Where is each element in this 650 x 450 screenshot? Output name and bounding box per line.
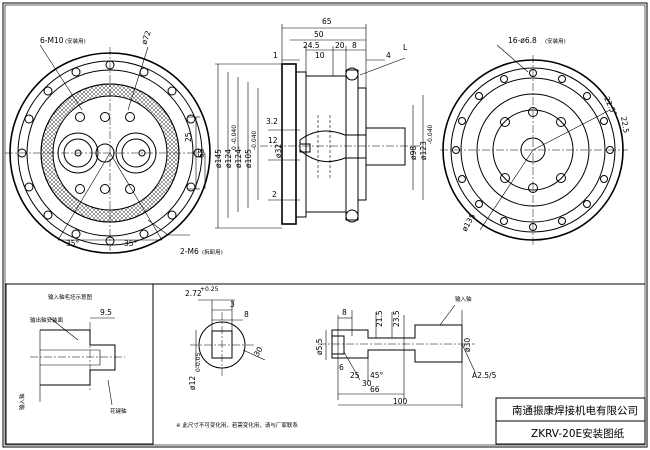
side-dim-1: 1 — [273, 51, 278, 60]
side-tol-123: -0.040 — [427, 124, 434, 144]
side-label-L: L — [403, 43, 408, 52]
side-dim-8: 8 — [352, 41, 357, 50]
company-name: 南通振康焊接机电有限公司 — [512, 404, 638, 417]
side-dim-2: 2 — [272, 190, 277, 199]
front-pcd: ø72 — [139, 29, 152, 46]
key-dim-8: 8 — [244, 310, 249, 319]
rear-dim-22-5b: 22.5 — [619, 116, 631, 134]
shaft-dim-25: 25 — [350, 371, 360, 380]
key-dia-12: ø12 — [188, 376, 197, 390]
side-dia-32: ø32 — [274, 144, 283, 158]
shaft-dim-66: 66 — [370, 385, 380, 394]
side-view — [215, 24, 424, 229]
shaft-dim-6: 6 — [339, 363, 344, 372]
front-view — [5, 44, 211, 254]
side-tol-124a: 0 -0.040 — [231, 125, 238, 150]
shaft-dim-30: 30 — [362, 379, 372, 388]
side-dia-124a: ø124 — [224, 149, 233, 168]
front-note-bottom-sub: (拆卸用) — [202, 248, 223, 256]
shaft-dim-100: 100 — [393, 397, 408, 406]
shaft-detail — [318, 304, 476, 408]
side-dim-10: 10 — [315, 51, 325, 60]
inset-label-c: 花键轴 — [110, 407, 127, 415]
side-dim-12: 12 — [268, 136, 278, 145]
rear-view — [440, 44, 628, 246]
front-note-top: 6-M10 — [40, 36, 64, 45]
front-note-bottom: 2-M6 — [180, 247, 199, 256]
front-dim-25: 25 — [184, 132, 193, 142]
side-dim-3-2: 3.2 — [266, 117, 278, 126]
inset-dim-9-5: 9.5 — [100, 308, 112, 317]
key-dim-2-72: 2.72 — [185, 289, 202, 298]
shaft-dim-45: 45° — [370, 371, 384, 380]
shaft-dia-30: ø30 — [463, 338, 472, 352]
side-dim-20: 20 — [335, 41, 345, 50]
side-dia-145: ø145 — [214, 149, 223, 168]
side-dim-65: 65 — [322, 17, 332, 26]
side-dim-4: 4 — [386, 51, 391, 60]
inset-shaft-sketch — [30, 317, 125, 406]
shaft-dim-23-5: 23.5 — [392, 310, 401, 327]
side-dia-124b: ø124- — [234, 146, 243, 168]
inset-label-b: 输入轴 — [18, 393, 26, 410]
side-dia-105: ø105 — [244, 149, 253, 168]
side-dia-123: ø123 — [419, 141, 428, 160]
side-dim-50: 50 — [314, 30, 324, 39]
side-tol-105: -0.040 — [251, 130, 258, 150]
inner-frame — [4, 4, 646, 446]
shaft-dia-5-5: ø5.5 — [315, 338, 324, 355]
front-dim-65: 65 — [197, 148, 206, 158]
shaft-dim-a2-5: A2.5/5 — [472, 371, 497, 380]
side-dia-98: ø98 — [409, 146, 418, 160]
rear-note-holes-sub: (安装用) — [545, 37, 566, 45]
rear-angle-22-5: 22.5° — [602, 95, 619, 118]
side-dim-24-5: 24.5 — [303, 41, 320, 50]
key-detail — [190, 299, 266, 378]
rear-note-holes: 16-ø6.8 — [508, 36, 537, 45]
shaft-dim-8: 8 — [342, 308, 347, 317]
title-block — [495, 397, 646, 445]
drawing-name: ZKRV-20E安装图纸 — [531, 427, 625, 440]
inset-title: 输入轴毛坯示意图 — [48, 293, 93, 301]
rear-dia-135: ø135 — [460, 212, 477, 233]
key-dim-3: 3 — [230, 300, 235, 309]
inset-detail-box — [5, 283, 154, 445]
key-tol-2-72: +0.25 — [200, 286, 219, 293]
inset-label-a: 输出轴安装面 — [30, 316, 64, 324]
shaft-label-top: 输入轴 — [455, 295, 472, 303]
front-angle-left: 35° — [66, 239, 80, 248]
key-dim-30: 30 — [252, 345, 265, 358]
front-note-top-sub: (安装用) — [65, 37, 86, 45]
key-tol-12: 0-0.05 — [195, 352, 202, 372]
front-angle-right: 35° — [124, 239, 138, 248]
shaft-dim-21-5: 21.5 — [375, 310, 384, 327]
key-note: ※ 此尺寸不可变化用，若需变化用，请与厂家联系 — [176, 421, 298, 429]
